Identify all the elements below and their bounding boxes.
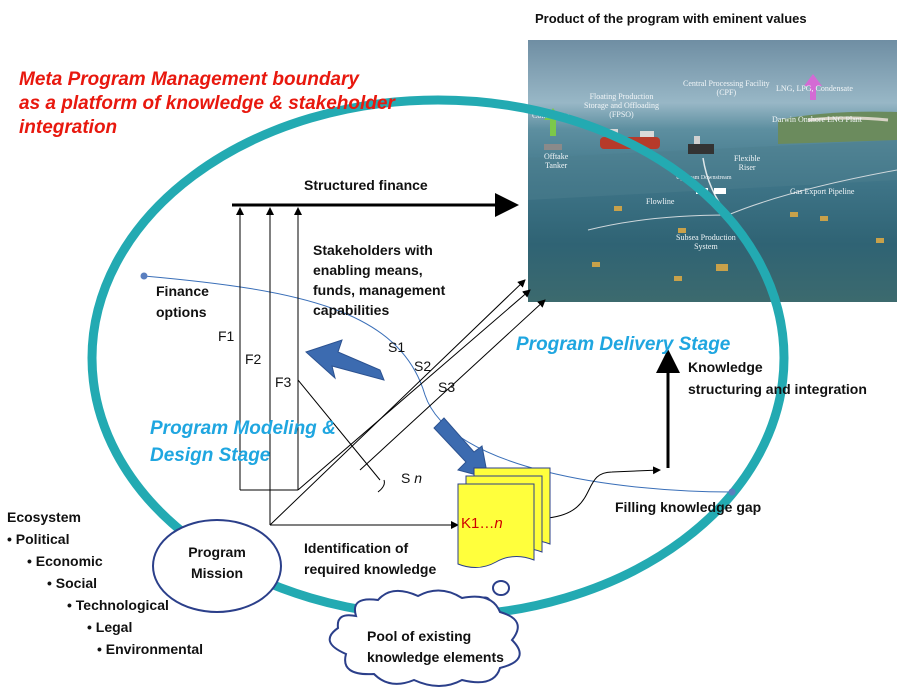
ecosystem-item-economic: • Economic	[27, 553, 103, 569]
s2-arrow	[297, 289, 531, 491]
blue-curve	[143, 275, 733, 493]
photo-label-cpf: Central Processing Facility(CPF)	[683, 79, 770, 97]
blue-arrow-down	[433, 417, 489, 479]
ecosystem-item-social: • Social	[47, 575, 98, 591]
k-to-structuring-curve	[547, 466, 661, 519]
s3-arrow	[359, 299, 546, 471]
f3-label: F3	[275, 374, 292, 390]
finance-options-label: Finance options	[156, 283, 209, 320]
s2-label: S2	[414, 358, 432, 374]
photo-label-lng: LNG, LPG, Condensate	[776, 84, 853, 93]
s1-label: S1	[388, 339, 406, 355]
knowledge-card-label: K1…n	[461, 515, 503, 532]
modeling-stage-label: Program Modeling & Design Stage	[150, 418, 336, 466]
photo-label-darwin: Darwin Onshore LNG Plant	[772, 115, 862, 124]
ecosystem-item-technological: • Technological	[67, 597, 169, 613]
identification-label: Identification of required knowledge	[304, 540, 437, 577]
knowledge-card-stack	[457, 467, 551, 568]
ecosystem-item-environmental: • Environmental	[97, 641, 204, 657]
s1-arrow	[269, 279, 526, 526]
curve-dot-right	[728, 488, 736, 496]
mission-label: Program Mission	[188, 544, 246, 581]
curve-dot-left	[140, 272, 148, 280]
stakeholders-label: Stakeholders with enabling means, funds,…	[313, 242, 446, 318]
s3-label: S3	[438, 379, 456, 395]
ecosystem-item-legal: • Legal	[87, 619, 133, 635]
photo-label-updown: Upstream Downstream	[676, 175, 732, 181]
product-title: Product of the program with eminent valu…	[535, 11, 807, 26]
f1-label: F1	[218, 328, 235, 344]
delivery-stage-label: Program Delivery Stage	[516, 334, 731, 355]
photo-label-export: Gas Export Pipeline	[790, 187, 855, 196]
thought-bubble-large	[492, 580, 510, 596]
photo-label-flowline: Flowline	[646, 197, 675, 206]
ecosystem-title: Ecosystem	[7, 509, 81, 525]
f2-label: F2	[245, 351, 262, 367]
sn-label: S n	[401, 470, 423, 486]
structured-finance-label: Structured finance	[304, 177, 428, 193]
pool-cloud	[328, 589, 521, 687]
filling-gap-label: Filling knowledge gap	[615, 499, 762, 515]
knowledge-structuring-label: Knowledge structuring and integration	[688, 359, 867, 397]
ecosystem-item-political: • Political	[7, 531, 70, 547]
sn-pointer-line	[297, 379, 381, 481]
boundary-title: Meta Program Management boundary as a pl…	[19, 69, 395, 138]
sn-squiggle	[377, 479, 385, 493]
blue-arrow-left	[305, 339, 385, 381]
mission-ellipse	[152, 519, 282, 613]
pool-label: Pool of existing knowledge elements	[367, 628, 504, 665]
